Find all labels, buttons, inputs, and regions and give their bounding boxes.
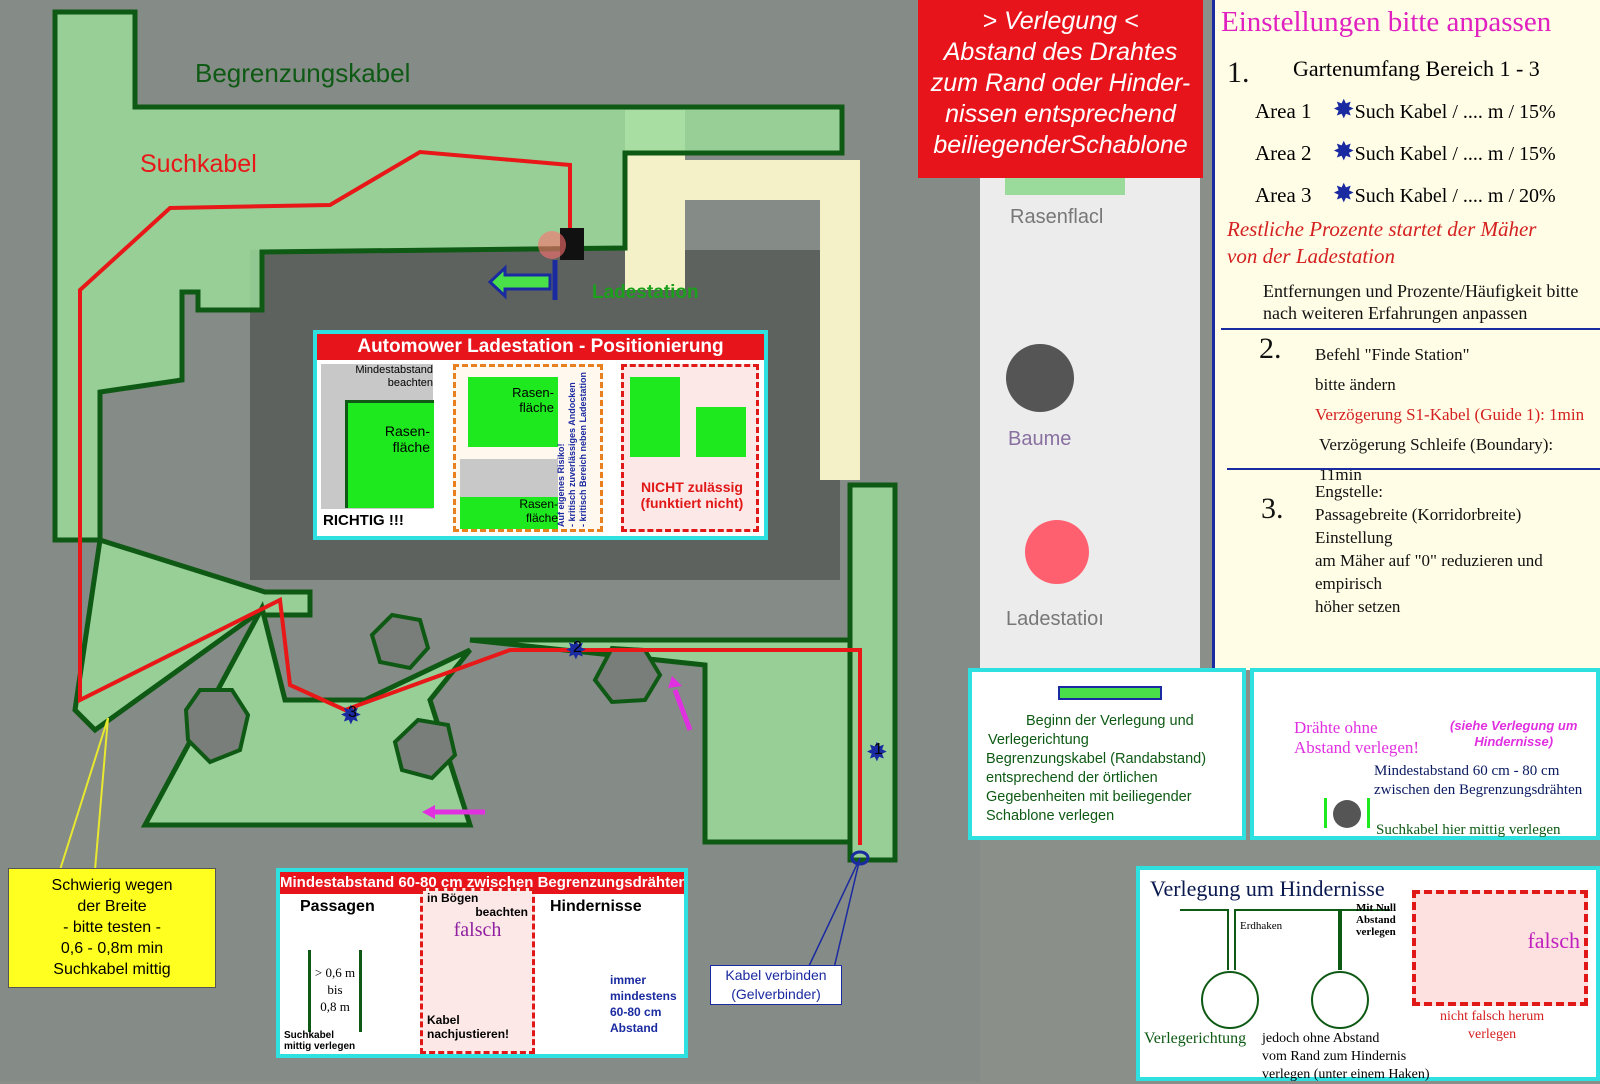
settings-panel: Einstellungen bitte anpassen 1. Gartenum…	[1212, 0, 1600, 670]
obstacle-panel: Verlegung um Hindernisse Verlegerichtung…	[1136, 866, 1600, 1082]
boundary-label: Begrenzungskabel	[195, 58, 411, 88]
connector-icon	[850, 850, 870, 866]
legend-station: Ladestatioı	[1006, 608, 1104, 630]
settings-title: Einstellungen bitte anpassen	[1221, 6, 1552, 38]
marker-3: ✸3	[340, 700, 362, 730]
station-positioning-panel: Automower Ladestation - Positionierung M…	[313, 330, 768, 540]
distance-panel: Mindestabstand 60-80 cm zwischen Begrenz…	[276, 868, 688, 1058]
marker-1: ✸1	[866, 737, 888, 767]
start-arrow-icon	[487, 260, 558, 300]
legend-trees: Baume	[1008, 428, 1072, 450]
legend-lawn: Rasenflacl	[1010, 206, 1104, 228]
marker-2: ✸2	[565, 635, 587, 665]
station-label: Ladestation	[592, 282, 699, 303]
connector-note: Kabel verbinden(Gelverbinder)	[710, 965, 842, 1005]
pink-arrow-icon	[435, 689, 693, 815]
area-list: Area 1 ✸Such Kabel / .... m / 15% Area 2…	[1255, 90, 1556, 216]
guide-wire	[78, 149, 862, 845]
area-row: Area 3 ✸Such Kabel / .... m / 20%	[1255, 179, 1556, 208]
lawn-areas	[52, 9, 898, 863]
guide-label: Suchkabel	[140, 150, 257, 178]
mower-icon	[1333, 800, 1361, 828]
area-row: Area 1 ✸Such Kabel / .... m / 15%	[1255, 95, 1556, 124]
area-row: Area 2 ✸Such Kabel / .... m / 15%	[1255, 137, 1556, 166]
